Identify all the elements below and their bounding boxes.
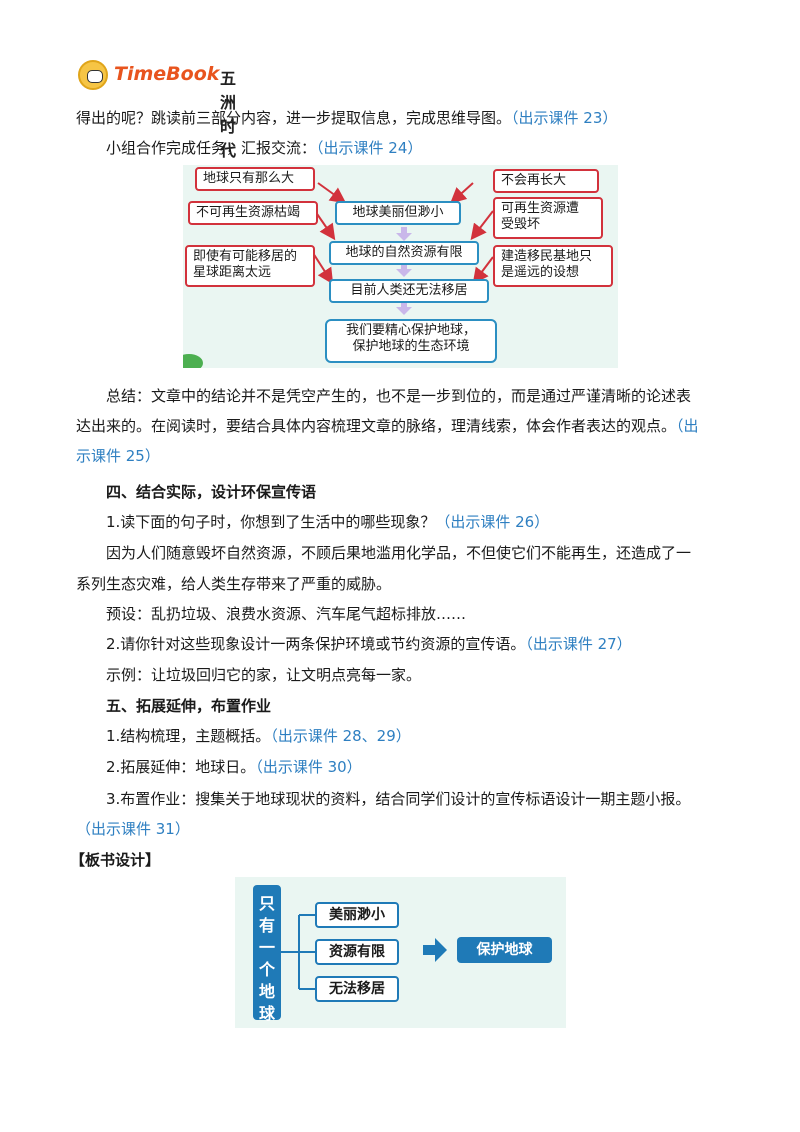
mm-center-3: 目前人类还无法移居 bbox=[329, 279, 489, 303]
arrow bbox=[470, 210, 494, 241]
text: 达出来的。在阅读时，要结合具体内容梳理文章的脉络，理清线索，体会作者表达的观点。 bbox=[76, 417, 677, 435]
arrow bbox=[472, 256, 494, 285]
summary-line-3: 示课件 25） bbox=[76, 447, 160, 465]
board-item-1: 美丽渺小 bbox=[315, 902, 399, 928]
board-vertical-title: 只 有 一 个 地 球 bbox=[253, 885, 281, 1023]
mm-left-top: 地球只有那么大 bbox=[195, 167, 315, 191]
paragraph-line: 得出的呢？跳读前三部分内容，进一步提取信息，完成思维导图。（出示课件 23） bbox=[76, 108, 617, 128]
char: 地 bbox=[258, 982, 275, 1001]
text: 是遥远的设想 bbox=[501, 265, 580, 280]
text: 得出的呢？跳读前三部分内容，进一步提取信息，完成思维导图。 bbox=[76, 109, 512, 127]
quote-line-1: 因为人们随意毁坏自然资源，不顾后果地滥用化学品，不但使它们不能再生，还造成了一 bbox=[106, 544, 692, 562]
text: 星球距离太远 bbox=[193, 265, 272, 280]
step-1: 1.结构梳理，主题概括。（出示课件 28、29） bbox=[106, 726, 411, 746]
char: 个 bbox=[258, 960, 275, 979]
board-item-3: 无法移居 bbox=[315, 976, 399, 1002]
right-arrow-icon bbox=[423, 938, 447, 962]
text: 保护地球的生态环境 bbox=[352, 339, 470, 354]
mm-right-bot: 建造移民基地只 是遥远的设想 bbox=[493, 245, 613, 287]
section-heading-5: 五、拓展延伸，布置作业 bbox=[106, 697, 272, 715]
text: 1.结构梳理，主题概括。 bbox=[106, 727, 271, 745]
brand-name: TimeBook bbox=[114, 63, 220, 85]
board-target: 保护地球 bbox=[457, 937, 552, 963]
text: 建造移民基地只 bbox=[501, 249, 593, 264]
mm-right-mid: 可再生资源遭 受毁坏 bbox=[493, 197, 603, 239]
char: 球 bbox=[258, 1004, 275, 1023]
mascot-icon bbox=[78, 60, 108, 90]
down-arrow-icon bbox=[396, 263, 412, 277]
courseware-ref: （出 bbox=[676, 417, 699, 435]
mm-left-bot: 即使有可能移居的 星球距离太远 bbox=[185, 245, 315, 287]
step-3: 3.布置作业：搜集关于地球现状的资料，结合同学们设计的宣传标语设计一期主题小报。 bbox=[106, 790, 691, 808]
text: 小组合作完成任务，汇报交流： bbox=[106, 139, 317, 157]
courseware-ref: （出示课件 26） bbox=[435, 513, 550, 531]
courseware-ref: （出示课件 28、29） bbox=[270, 727, 411, 745]
courseware-ref: （出示课件 23） bbox=[511, 109, 618, 127]
board-design: 只 有 一 个 地 球 美丽渺小 资源有限 无法移居 保护地球 bbox=[235, 877, 566, 1028]
step-3-ref: （出示课件 31） bbox=[76, 820, 190, 838]
down-arrow-icon bbox=[396, 227, 412, 241]
text: 即使有可能移居的 bbox=[193, 249, 298, 264]
section-heading-4: 四、结合实际，设计环保宣传语 bbox=[106, 483, 317, 501]
question-2: 2.请你针对这些现象设计一两条保护环境或节约资源的宣传语。（出示课件 27） bbox=[106, 634, 632, 654]
mm-center-4: 我们要精心保护地球， 保护地球的生态环境 bbox=[325, 319, 497, 363]
arrow bbox=[317, 182, 347, 204]
arrow bbox=[450, 182, 474, 204]
board-connectors bbox=[281, 914, 447, 990]
text: 2.拓展延伸：地球日。 bbox=[106, 758, 256, 776]
text: 1.读下面的句子时，你想到了生活中的哪些现象？ bbox=[106, 513, 436, 531]
paragraph-line: 小组合作完成任务，汇报交流：（出示课件 24） bbox=[106, 138, 422, 158]
board-item-2: 资源有限 bbox=[315, 939, 399, 965]
mind-map-arrows bbox=[183, 182, 494, 368]
preset-answer: 预设：乱扔垃圾、浪费水资源、汽车尾气超标排放…… bbox=[106, 605, 467, 623]
mm-left-mid: 不可再生资源枯竭 bbox=[188, 201, 318, 225]
arrow bbox=[312, 252, 334, 285]
example-answer: 示例：让垃圾回归它的家，让文明点亮每一家。 bbox=[106, 666, 422, 684]
text: 2.请你针对这些现象设计一两条保护环境或节约资源的宣传语。 bbox=[106, 635, 526, 653]
arrow bbox=[314, 210, 336, 241]
board-design-title: 【板书设计】 bbox=[70, 851, 161, 869]
step-2: 2.拓展延伸：地球日。（出示课件 30） bbox=[106, 757, 362, 777]
courseware-ref: （出示课件 24） bbox=[316, 139, 423, 157]
courseware-ref: （出示课件 27） bbox=[525, 635, 632, 653]
char: 有 bbox=[258, 916, 275, 935]
mm-center-2: 地球的自然资源有限 bbox=[329, 241, 479, 265]
text: 我们要精心保护地球， bbox=[345, 323, 476, 338]
summary-line-1: 总结：文章中的结论并不是凭空产生的，也不是一步到位的，而是通过严谨清晰的论述表 bbox=[106, 387, 692, 405]
mm-center-1: 地球美丽但渺小 bbox=[335, 201, 461, 225]
courseware-ref: （出示课件 30） bbox=[255, 758, 362, 776]
text: 受毁坏 bbox=[501, 217, 541, 232]
char: 一 bbox=[258, 938, 275, 957]
mind-map: 地球只有那么大 不可再生资源枯竭 即使有可能移居的 星球距离太远 不会再长大 可… bbox=[183, 165, 618, 368]
summary-line-2: 达出来的。在阅读时，要结合具体内容梳理文章的脉络，理清线索，体会作者表达的观点。… bbox=[76, 416, 699, 436]
grass-decoration bbox=[183, 354, 203, 368]
question-1: 1.读下面的句子时，你想到了生活中的哪些现象？（出示课件 26） bbox=[106, 512, 549, 532]
down-arrow-icon bbox=[396, 301, 412, 315]
char: 只 bbox=[258, 894, 275, 913]
quote-line-2: 系列生态灾难，给人类生存带来了严重的威胁。 bbox=[76, 575, 392, 593]
text: 可再生资源遭 bbox=[501, 201, 580, 216]
mm-right-top: 不会再长大 bbox=[493, 169, 599, 193]
